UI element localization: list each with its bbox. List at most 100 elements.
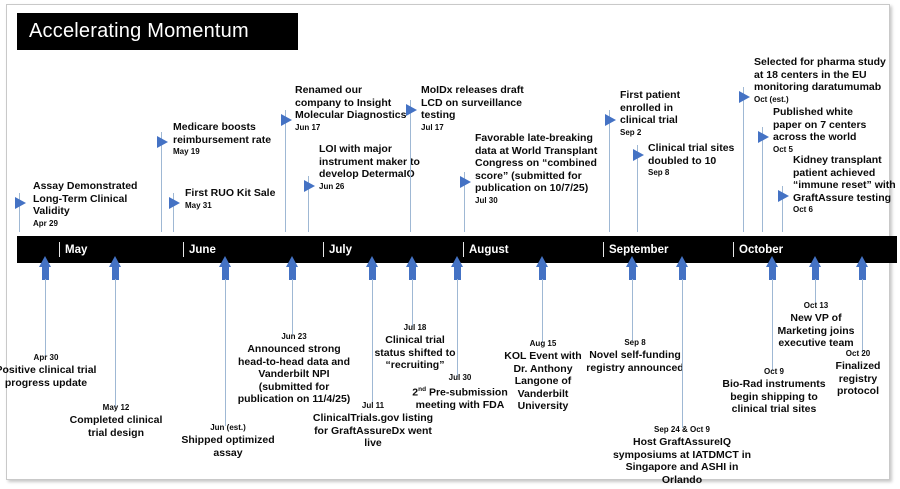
milestone-connector bbox=[542, 279, 543, 343]
milestone-callout: Jul 18 Clinical trial status shifted to “… bbox=[369, 323, 461, 372]
milestone-flag-icon bbox=[406, 104, 417, 116]
milestone-connector bbox=[173, 193, 174, 232]
milestone-flag-icon bbox=[169, 197, 180, 209]
milestone-title: Novel self-funding registry announced bbox=[586, 349, 684, 374]
milestone-date: May 12 bbox=[102, 403, 130, 412]
milestone-date: Aug 15 bbox=[529, 339, 557, 348]
arrow-stem bbox=[288, 266, 296, 280]
milestone-connector bbox=[682, 279, 683, 428]
milestone-title: Published white paper on 7 centers acros… bbox=[773, 106, 867, 144]
page-title: Accelerating Momentum bbox=[29, 20, 249, 42]
milestone-up-arrow-icon bbox=[365, 256, 379, 280]
milestone-title: Selected for pharma study at 18 centers … bbox=[754, 56, 886, 94]
milestone-callout: Kidney transplant patient achieved “immu… bbox=[793, 154, 897, 215]
milestone-flag-icon bbox=[633, 149, 644, 161]
milestone-date: Jul 18 bbox=[403, 323, 427, 332]
milestone-connector bbox=[464, 172, 465, 232]
arrow-head bbox=[285, 256, 298, 267]
month-name: May bbox=[65, 243, 88, 256]
milestone-callout: Aug 15 KOL Event with Dr. Anthony Langone… bbox=[497, 339, 589, 413]
milestone-date: Jul 30 bbox=[475, 195, 498, 205]
milestone-date: Oct 6 bbox=[793, 205, 814, 215]
milestone-title: LOI with major instrument maker to devel… bbox=[319, 143, 420, 181]
milestone-up-arrow-icon bbox=[108, 256, 122, 280]
milestone-date: Jun 23 bbox=[281, 332, 307, 341]
arrow-stem bbox=[678, 266, 686, 280]
milestone-date: Oct (est.) bbox=[754, 94, 789, 104]
axis-month-label: August bbox=[463, 236, 509, 263]
arrow-stem bbox=[858, 266, 866, 280]
arrow-head bbox=[450, 256, 463, 267]
arrow-head bbox=[855, 256, 868, 267]
arrow-stem bbox=[111, 266, 119, 280]
milestone-flag-icon bbox=[739, 91, 750, 103]
milestone-connector bbox=[762, 127, 763, 232]
milestone-title: Assay Demonstrated Long-Term Clinical Va… bbox=[33, 180, 138, 218]
milestone-title: Medicare boosts reimbursement rate bbox=[173, 121, 272, 146]
month-name: July bbox=[329, 243, 353, 256]
milestone-up-arrow-icon bbox=[285, 256, 299, 280]
arrow-head bbox=[535, 256, 548, 267]
milestone-flag-icon bbox=[157, 136, 168, 148]
milestone-connector bbox=[225, 279, 226, 426]
arrow-head bbox=[365, 256, 378, 267]
milestone-connector bbox=[45, 279, 46, 356]
axis-month-label: July bbox=[323, 236, 352, 263]
milestone-title: Positive clinical trial progress update bbox=[0, 364, 97, 389]
milestone-up-arrow-icon bbox=[855, 256, 869, 280]
milestone-callout: Selected for pharma study at 18 centers … bbox=[754, 56, 896, 105]
milestone-flag-icon bbox=[15, 197, 26, 209]
milestone-flag-icon bbox=[758, 131, 769, 143]
milestone-connector bbox=[292, 279, 293, 335]
milestone-flag-icon bbox=[304, 180, 315, 192]
milestone-title: Shipped optimized assay bbox=[181, 434, 275, 459]
month-tick bbox=[733, 242, 734, 257]
arrow-stem bbox=[221, 266, 229, 280]
milestone-date: Jun 17 bbox=[295, 122, 321, 132]
axis-month-label: June bbox=[183, 236, 216, 263]
arrow-head bbox=[765, 256, 778, 267]
milestone-title: Bio-Rad instruments begin shipping to cl… bbox=[722, 378, 826, 416]
milestone-flag-icon bbox=[778, 190, 789, 202]
milestone-date: Sep 8 bbox=[624, 338, 646, 347]
milestone-date: Jul 30 bbox=[448, 373, 472, 382]
milestone-up-arrow-icon bbox=[765, 256, 779, 280]
milestone-callout: Sep 8 Novel self-funding registry announc… bbox=[586, 338, 684, 374]
arrow-head bbox=[808, 256, 821, 267]
milestone-connector bbox=[285, 110, 286, 232]
milestone-title: Renamed our company to Insight Molecular… bbox=[295, 84, 407, 122]
milestone-connector bbox=[412, 279, 413, 327]
milestone-date: Oct 20 bbox=[845, 349, 871, 358]
milestone-date: May 19 bbox=[173, 147, 200, 157]
arrow-stem bbox=[368, 266, 376, 280]
milestone-callout: Published white paper on 7 centers acros… bbox=[773, 106, 883, 155]
milestone-flag-icon bbox=[281, 114, 292, 126]
milestone-date: May 31 bbox=[185, 200, 212, 210]
milestone-title: New VP of Marketing joins executive team bbox=[777, 312, 855, 350]
milestone-title: Clinical trial sites doubled to 10 bbox=[648, 142, 735, 167]
month-name: September bbox=[609, 243, 669, 256]
milestone-title: MoIDx releases draft LCD on surveillance… bbox=[421, 84, 524, 122]
milestone-up-arrow-icon bbox=[808, 256, 822, 280]
milestone-up-arrow-icon bbox=[450, 256, 464, 280]
arrow-stem bbox=[811, 266, 819, 280]
milestone-connector bbox=[161, 132, 162, 232]
milestone-up-arrow-icon bbox=[38, 256, 52, 280]
month-name: June bbox=[189, 243, 216, 256]
milestone-date: Sep 8 bbox=[648, 168, 670, 178]
milestone-date: Oct 9 bbox=[763, 367, 784, 376]
milestone-title: KOL Event with Dr. Anthony Langone of Va… bbox=[504, 350, 582, 413]
milestone-connector bbox=[19, 193, 20, 232]
milestone-date: Sep 24 & Oct 9 bbox=[653, 425, 711, 434]
milestone-title: Clinical trial status shifted to “recrui… bbox=[374, 334, 456, 372]
milestone-title: First RUO Kit Sale bbox=[185, 187, 276, 199]
milestone-connector bbox=[609, 110, 610, 232]
month-tick bbox=[603, 242, 604, 257]
